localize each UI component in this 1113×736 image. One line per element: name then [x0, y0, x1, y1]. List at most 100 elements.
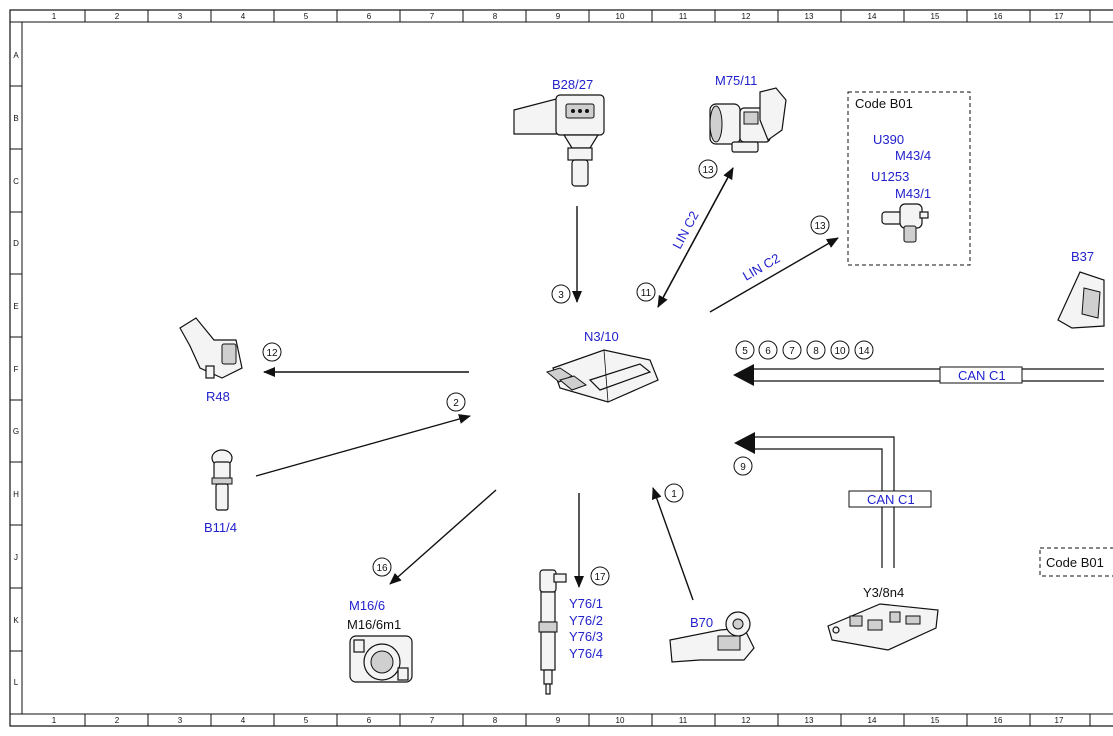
label-y76-3: Y76/3	[569, 629, 603, 644]
col-label-bottom: 9	[556, 716, 561, 725]
row-label: A	[13, 51, 19, 60]
arrow-m75-to-ecu	[657, 167, 734, 308]
label-text: 5	[742, 346, 748, 357]
col-label-top: 16	[994, 12, 1003, 21]
code-b01-title: Code B01	[855, 96, 913, 111]
label-text: 3	[558, 290, 564, 301]
column-grid: 1 2 3 4 5 6 7 8 9 10 11 12 13 14 15 16 1…	[52, 10, 1091, 726]
col-label-bottom: 13	[805, 716, 814, 725]
signal-arrows	[255, 167, 839, 601]
label-text: 7	[789, 346, 795, 357]
label-m16-6: M16/6	[349, 598, 385, 613]
col-label-bottom: 4	[241, 716, 246, 725]
pressure-sensor-b28-icon	[513, 94, 605, 187]
code-b01-m43-1: M43/1	[895, 186, 931, 201]
col-label-bottom: 1	[52, 716, 57, 725]
col-label-top: 14	[868, 12, 877, 21]
row-label: K	[13, 616, 19, 625]
crank-sensor-b70-icon	[669, 611, 755, 663]
callout-10: 10	[830, 340, 850, 360]
col-label-top: 12	[742, 12, 751, 21]
col-label-top: 2	[115, 12, 120, 21]
label-b70: B70	[690, 615, 713, 630]
col-label-top: 13	[805, 12, 814, 21]
col-label-bottom: 14	[868, 716, 877, 725]
label-m16-6m1: M16/6m1	[347, 617, 401, 632]
label-lin-c2-1: LIN C2	[669, 209, 701, 252]
label-text: 16	[376, 563, 388, 574]
row-label: F	[14, 365, 19, 374]
callout-6: 6	[758, 340, 778, 360]
label-lin-c2-2: LIN C2	[740, 250, 783, 283]
arrow-b70-to-ecu	[651, 487, 694, 601]
arrow-ecu-to-m16	[389, 489, 497, 585]
col-label-top: 17	[1055, 12, 1064, 21]
label-text: 12	[266, 348, 278, 359]
row-label: E	[13, 302, 18, 311]
actuator-m75-icon	[709, 87, 787, 153]
col-label-bottom: 7	[430, 716, 435, 725]
throttle-m16-icon	[349, 635, 413, 683]
code-b01-u1253: U1253	[871, 169, 909, 184]
arrow-lin-code-box	[709, 237, 839, 313]
label-y76-1: Y76/1	[569, 596, 603, 611]
row-label: B	[13, 114, 18, 123]
code-b01-title-2: Code B01	[1046, 555, 1104, 570]
code-b01-box: Code B01 U390 M43/4 U1253 M43/1	[847, 91, 971, 266]
col-label-top: 5	[304, 12, 309, 21]
callout-13b: 13	[810, 215, 830, 235]
callout-1: 1	[664, 483, 684, 503]
transmission-control-y3-icon	[827, 603, 939, 651]
col-label-bottom: 5	[304, 716, 309, 725]
pedal-sensor-b37-icon	[1057, 271, 1105, 329]
col-label-top: 6	[367, 12, 372, 21]
callout-7: 7	[782, 340, 802, 360]
label-text: 10	[834, 346, 846, 357]
label-n3-10: N3/10	[584, 329, 619, 344]
col-label-bottom: 11	[679, 716, 688, 725]
col-label-top: 11	[679, 12, 688, 21]
label-text: 9	[740, 462, 746, 473]
label-y3-8n4: Y3/8n4	[863, 585, 904, 600]
can-bus-1: CAN C1	[733, 364, 1104, 386]
callout-3: 3	[551, 284, 571, 304]
col-label-top: 1	[52, 12, 57, 21]
row-label: H	[13, 490, 19, 499]
label-text: 17	[594, 572, 606, 583]
row-label: C	[13, 177, 19, 186]
label-b11-4: B11/4	[204, 520, 237, 535]
callout-8: 8	[806, 340, 826, 360]
col-label-bottom: 16	[994, 716, 1003, 725]
col-label-bottom: 8	[493, 716, 498, 725]
col-label-top: 3	[178, 12, 183, 21]
col-label-top: 10	[616, 12, 625, 21]
row-label: J	[14, 553, 18, 562]
code-b01-u390: U390	[873, 132, 904, 147]
col-label-top: 15	[931, 12, 940, 21]
label-text: 13	[814, 221, 826, 232]
col-label-bottom: 15	[931, 716, 940, 725]
col-label-top: 8	[493, 12, 498, 21]
col-label-bottom: 17	[1055, 716, 1064, 725]
drawing-frame	[9, 9, 1113, 727]
callout-9: 9	[733, 456, 753, 476]
label-text: 13	[702, 165, 714, 176]
col-label-top: 4	[241, 12, 246, 21]
row-grid: A B C D E F G H J K L	[10, 51, 22, 687]
callout-2: 2	[446, 392, 466, 412]
ecu-n3-10-icon	[545, 349, 659, 403]
label-b28-27: B28/27	[552, 77, 593, 92]
injector-y76-icon	[538, 569, 567, 695]
label-text: 8	[813, 346, 819, 357]
col-label-bottom: 2	[115, 716, 120, 725]
label-text: 14	[858, 346, 870, 357]
col-label-top: 9	[556, 12, 561, 21]
label-text: 1	[671, 489, 677, 500]
row-label: D	[13, 239, 19, 248]
callout-12: 12	[262, 342, 282, 362]
label-text: 6	[765, 346, 771, 357]
label-text: 11	[641, 288, 652, 299]
callout-14: 14	[854, 340, 874, 360]
code-b01-box-2: Code B01	[1039, 547, 1113, 577]
